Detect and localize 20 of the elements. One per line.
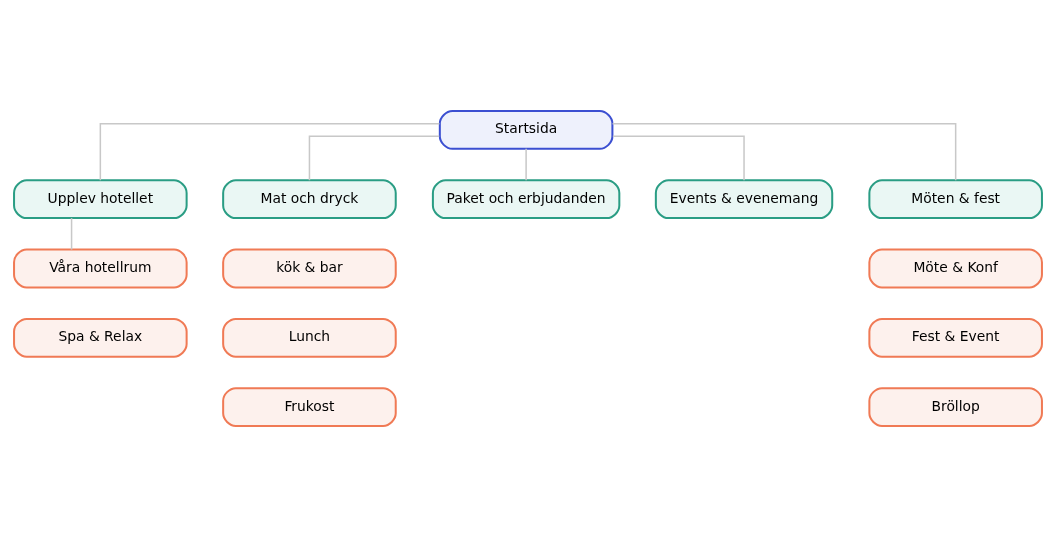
connector [611, 122, 957, 181]
node-box: Våra hotellrum [13, 248, 188, 288]
node-box: Bröllop [868, 386, 1043, 427]
connector [99, 122, 441, 181]
node-box: Upplev hotellet [13, 178, 188, 219]
connector [525, 147, 527, 181]
node-box: kök & bar [222, 248, 397, 288]
node-box: Startsida [438, 109, 614, 150]
node-box: Möten & fest [868, 178, 1043, 219]
node-box: Möte & Konf [868, 248, 1043, 288]
connector [70, 216, 73, 250]
node-box: Mat och dryck [222, 178, 397, 219]
node-box: Frukost [222, 386, 397, 427]
connector [308, 134, 440, 181]
node-box: Events & evenemang [654, 178, 834, 219]
node-box: Fest & Event [868, 317, 1043, 358]
connector [612, 134, 745, 181]
node-box: Lunch [222, 317, 397, 358]
node-box: Spa & Relax [13, 317, 188, 358]
node-box: Paket och erbjudanden [431, 178, 621, 219]
